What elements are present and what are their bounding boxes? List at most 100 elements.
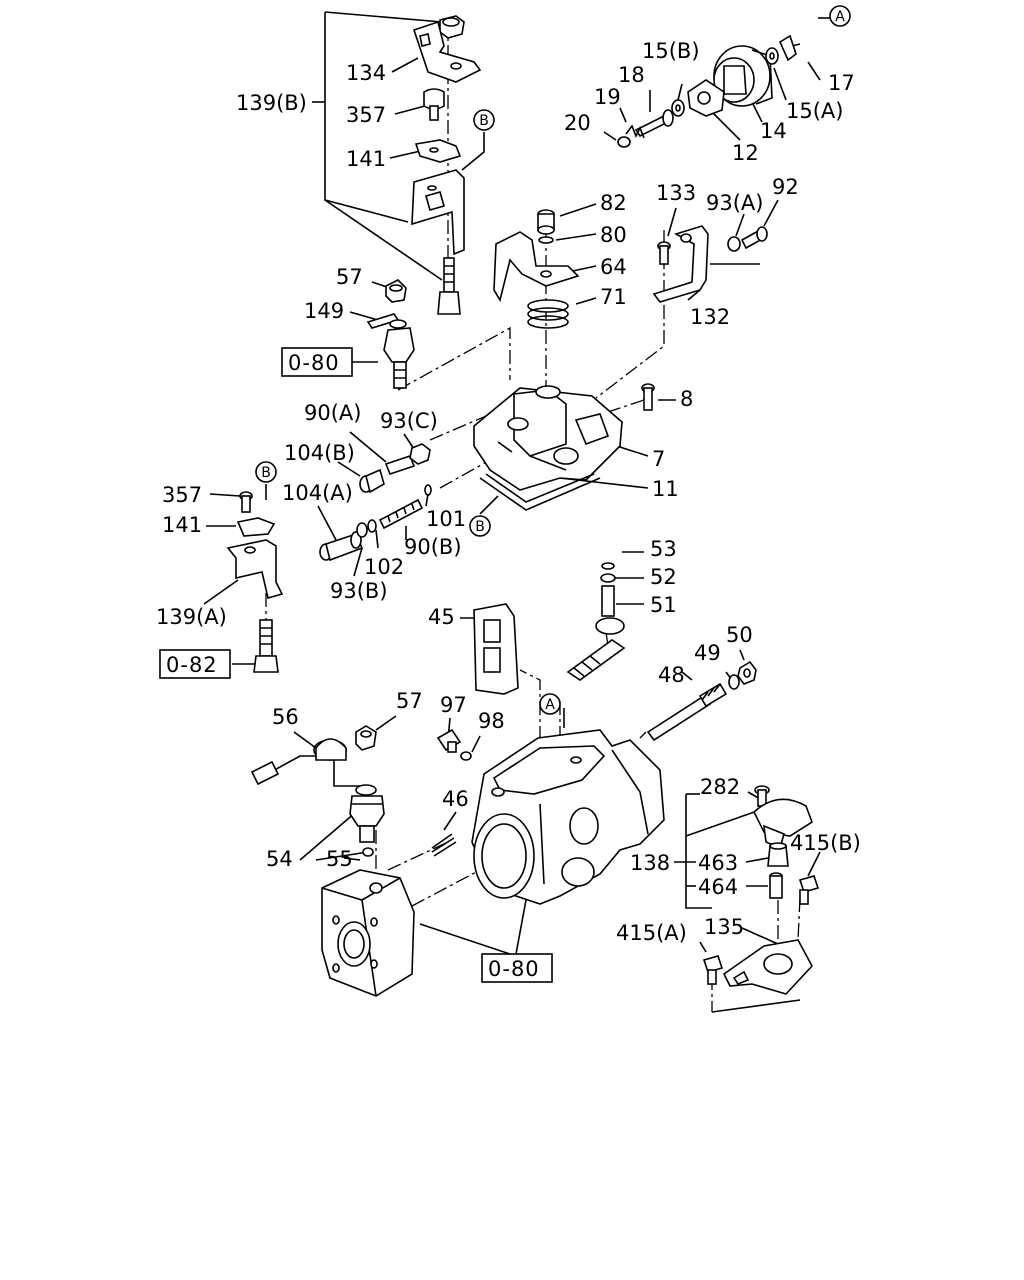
- label-97: 97: [440, 693, 467, 717]
- label-139b: 139(B): [236, 91, 307, 115]
- bracket-134: [412, 20, 482, 83]
- label-463: 463: [698, 851, 738, 875]
- label-415b: 415(B): [790, 831, 861, 855]
- label-132: 132: [690, 305, 730, 329]
- label-57-mid: 57: [396, 689, 423, 713]
- hub-12: [687, 79, 725, 117]
- spring-46: [431, 833, 457, 857]
- label-357-left: 357: [162, 483, 202, 507]
- callout-b-left: B: [255, 461, 277, 483]
- label-101: 101: [426, 507, 466, 531]
- label-57-top: 57: [336, 265, 363, 289]
- shaft-51: [566, 585, 626, 681]
- nut-57-top: [385, 279, 407, 303]
- label-141-left: 141: [162, 513, 202, 537]
- label-7: 7: [652, 447, 665, 471]
- bolt-357-top: [423, 88, 445, 121]
- bolt-133: [657, 241, 671, 265]
- leader-lines: [203, 11, 830, 1013]
- svg-text:B: B: [475, 519, 485, 535]
- label-80: 80: [600, 223, 627, 247]
- label-133: 133: [656, 181, 696, 205]
- bolt-415a: [702, 955, 724, 985]
- label-14: 14: [760, 119, 787, 143]
- screw-97: [436, 728, 462, 753]
- screw-90a: [384, 455, 416, 475]
- gear-14: [713, 45, 773, 107]
- svg-text:B: B: [479, 113, 489, 129]
- svg-text:A: A: [545, 697, 555, 713]
- bolt-long-top: [437, 257, 461, 315]
- bolt-long-left: [253, 619, 279, 673]
- sensor-top: [383, 319, 415, 389]
- label-138: 138: [630, 851, 670, 875]
- lever-64: [493, 231, 580, 303]
- spring-71: [527, 299, 569, 329]
- nut-top: [439, 15, 465, 39]
- label-56: 56: [272, 705, 299, 729]
- label-104a: 104(A): [282, 481, 353, 505]
- label-48: 48: [658, 663, 685, 687]
- spacer-82: [537, 209, 555, 235]
- label-415a: 415(A): [616, 921, 687, 945]
- label-135: 135: [704, 915, 744, 939]
- bracket-139a: [226, 539, 284, 600]
- oring-53: [601, 562, 615, 570]
- washer-52: [600, 573, 616, 583]
- bolt-357-left: [239, 491, 253, 513]
- label-141-top: 141: [346, 147, 386, 171]
- label-90a: 90(A): [304, 401, 361, 425]
- ref-box-080-bottom: 0-80: [481, 953, 553, 983]
- callout-a-mid: A: [539, 693, 561, 715]
- fitting-464: [769, 872, 783, 899]
- svg-text:0-80: 0-80: [488, 957, 540, 981]
- bolt-415b: [798, 875, 820, 905]
- label-11: 11: [652, 477, 679, 501]
- label-102: 102: [364, 555, 404, 579]
- label-53: 53: [650, 537, 677, 561]
- washer-15a: [765, 47, 779, 65]
- nut-50: [737, 660, 757, 685]
- label-282: 282: [700, 775, 740, 799]
- svg-text:0-82: 0-82: [166, 653, 218, 677]
- label-134: 134: [346, 61, 386, 85]
- nut-57-mid: [355, 725, 377, 751]
- pump-housing: [471, 729, 665, 905]
- label-50: 50: [726, 623, 753, 647]
- washer-93a: [727, 236, 741, 252]
- bracket-135: [722, 939, 813, 995]
- label-64: 64: [600, 255, 627, 279]
- label-139a: 139(A): [156, 605, 227, 629]
- label-45: 45: [428, 605, 455, 629]
- svg-text:B: B: [261, 465, 271, 481]
- ring-55: [362, 847, 374, 857]
- callout-b-top: B: [473, 109, 495, 131]
- label-52: 52: [650, 565, 677, 589]
- label-55: 55: [326, 847, 353, 871]
- label-51: 51: [650, 593, 677, 617]
- label-357-top: 357: [346, 103, 386, 127]
- label-93b: 93(B): [330, 579, 388, 603]
- bushing-104a: [319, 531, 364, 562]
- label-20: 20: [564, 111, 591, 135]
- screw-48: [646, 682, 728, 742]
- svg-text:0-80: 0-80: [288, 351, 340, 375]
- label-92: 92: [772, 175, 799, 199]
- label-54: 54: [266, 847, 293, 871]
- bracket-132: [652, 225, 709, 303]
- sensor-54: [349, 784, 385, 843]
- washer-15b: [671, 99, 685, 117]
- washer-98: [460, 751, 472, 761]
- bolt-18: [634, 109, 674, 138]
- bolt-282: [754, 785, 770, 807]
- label-98: 98: [478, 709, 505, 733]
- bolt-92: [740, 226, 768, 250]
- cover-body-11: [473, 385, 623, 491]
- label-90b: 90(B): [404, 535, 462, 559]
- nut-93c: [409, 443, 431, 465]
- clip-17: [778, 34, 797, 62]
- cap-20: [617, 136, 631, 148]
- bracket-45: [473, 603, 519, 695]
- label-8: 8: [680, 387, 693, 411]
- svg-text:A: A: [835, 9, 845, 25]
